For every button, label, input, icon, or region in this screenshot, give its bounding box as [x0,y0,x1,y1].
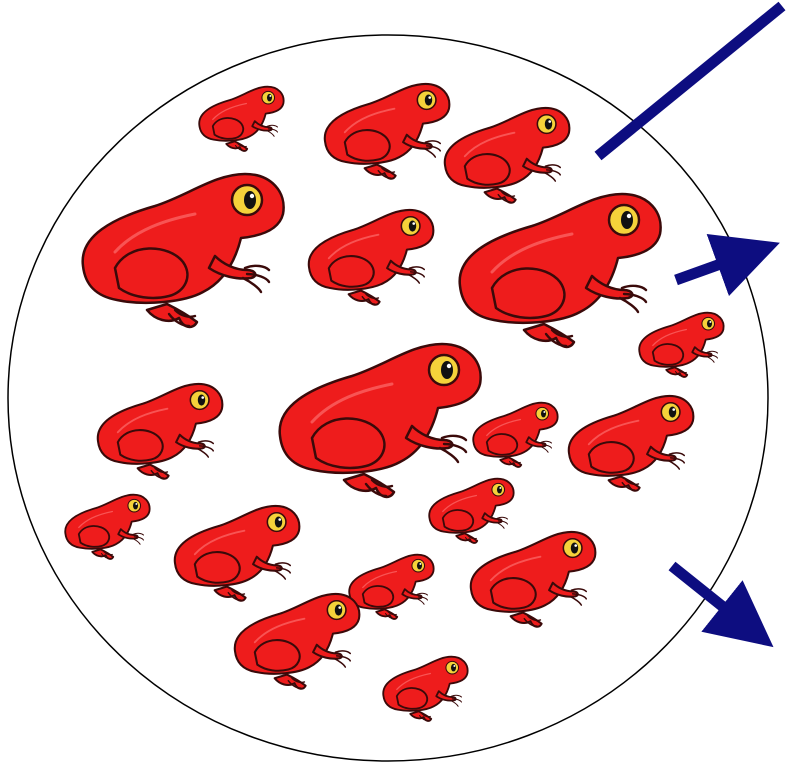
frog-icon [445,108,570,203]
frog-icon [460,194,661,347]
frog-icon [235,594,360,689]
frog-icon [325,84,450,179]
frog-icon [65,495,149,559]
frog-icon [639,313,723,377]
frog-icon [199,87,283,151]
frog-icon [280,344,481,497]
frog-icon [471,532,596,627]
frog-icon [83,174,284,327]
frog-icon [569,396,694,491]
frog-icon [98,384,223,479]
frog-icon [473,403,557,467]
frog-icon [429,479,513,543]
frog-icon [383,657,467,721]
arrow-icon-upper [598,6,782,156]
frog-icon [309,210,434,305]
frog-icon [349,555,433,619]
arrow-icon-lower [672,566,752,630]
frog-icon [175,506,300,601]
frog-population [65,84,723,721]
